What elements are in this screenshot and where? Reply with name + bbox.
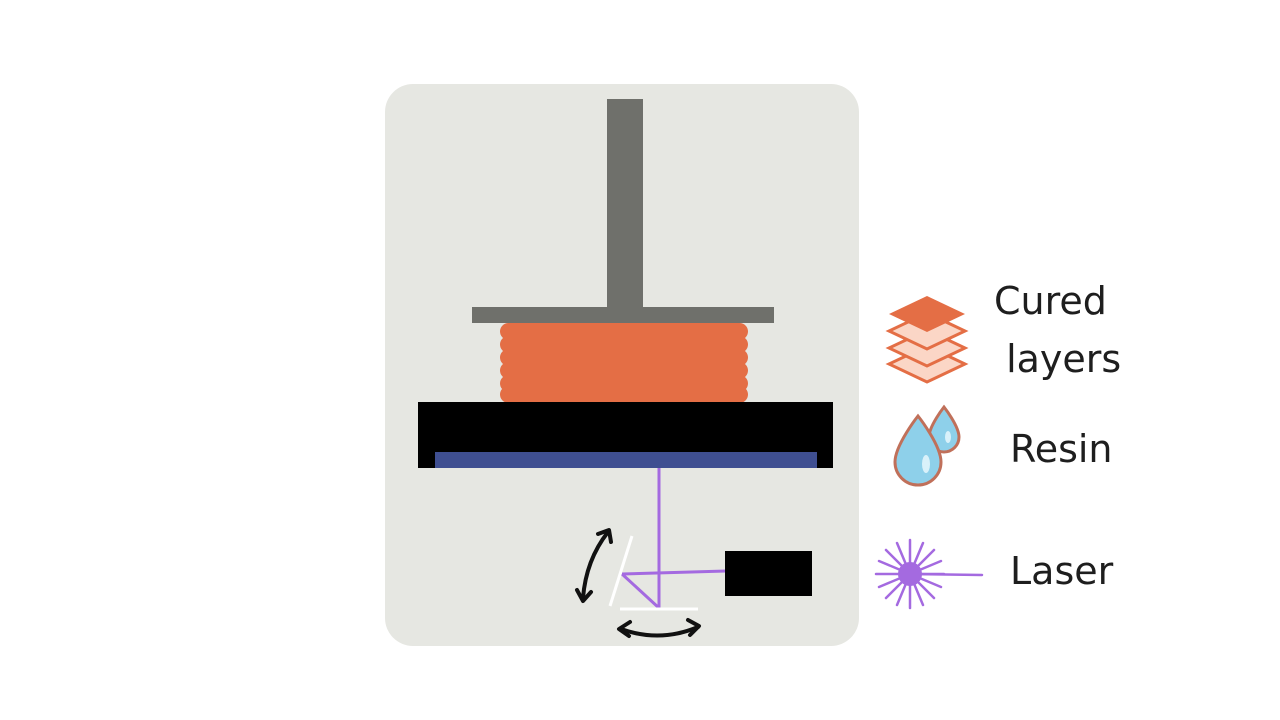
build-platform [472,307,774,323]
legend-label-laser: Laser [1010,549,1114,593]
curved-double-arrow-icon [575,528,613,603]
cured-layers-stack [500,323,748,403]
laser-beam [620,468,727,610]
cured-layer [500,323,748,340]
resin-vat-window [435,452,817,468]
cured-layer [500,336,748,353]
legend-label-cured-layers: Cured layers [994,279,1122,381]
legend-label-resin: Resin [1010,427,1113,471]
build-arm-shaft [607,99,643,311]
cured-layer [500,349,748,366]
curved-double-arrow-icon [617,618,701,638]
water-drops-icon [893,404,961,487]
laser-burst-icon [874,538,984,610]
galvo-mirror-tilted [608,535,634,607]
cured-layer [500,362,748,379]
cured-layer [500,386,748,403]
stacked-layers-icon [885,296,969,384]
laser-source [725,551,812,596]
